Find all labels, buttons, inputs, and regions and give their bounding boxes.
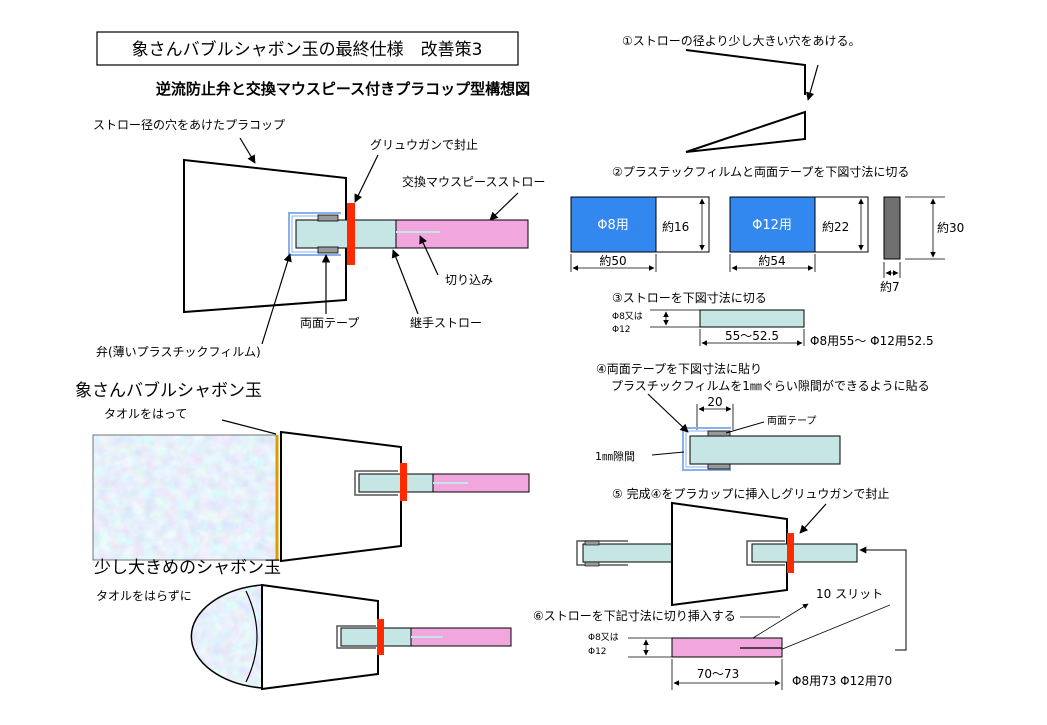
dim50-label: 約50 [599,253,626,268]
towel [93,435,276,560]
step3-dia-b: Φ12 [612,325,631,335]
valve-arrow [261,253,292,345]
step6-text: ⑥ストローを下記寸法に切り挿入する [533,608,736,623]
dim30-label: 約30 [937,220,964,235]
mouthpiece-label: 交換マウスピースストロー [402,174,545,189]
step1-text: ①ストローの径より少し大きい穴をあける。 [622,33,861,48]
glue-label: グリュウガンで封止 [370,138,478,152]
elephant-assembly [92,430,530,563]
step6-dia-a: Φ8又は [588,632,619,643]
step3-text: ③ストローを下図寸法に切る [612,291,767,305]
tape-strip [883,196,901,260]
step3-length: 55～52.5 [725,329,779,343]
tape-label: 両面テープ [300,316,359,330]
valve-film-inner [291,215,338,253]
step4-assembly: 20 両面テープ 1㎜隙間 [595,393,841,471]
step4-dim: 20 [707,395,722,409]
tape-bottom [317,246,339,254]
cup-label: ストロー径の穴をあけたプラコップ [93,117,285,132]
cut-arrow [419,235,439,276]
valve-label: 弁(薄いプラスチックフィルム) [96,344,261,359]
bigger-towel-label: タオルをはらずに [96,589,192,603]
elephant-towel-arrow [221,419,277,435]
dim16-label: 約16 [662,219,689,234]
film12-label: Φ12用 [752,218,792,233]
tape-top [317,214,339,222]
step3-dia-a: Φ8又は [612,311,643,322]
elephant-cup [280,430,402,563]
joint-label: 継手ストロー [410,315,482,330]
elephant-heading: 象さんバブルシャボン玉 [75,380,262,401]
step4-text-a: ④両面テープを下図寸法に貼り [596,361,762,376]
mouthpiece-arrow [489,192,519,221]
valve-film [288,212,341,256]
step6-note: Φ8用73 Φ12用70 [792,674,892,688]
dim22-label: 約22 [822,219,849,234]
step1-cup [685,49,806,153]
step2-text: ②プラステックフィルムと両面テープを下図寸法に切る [612,165,909,179]
joint-arrow [391,249,419,315]
step4-tape-label: 両面テープ [767,415,816,427]
step6-straw: 10 スリット Φ8又は Φ12 70～73 Φ8用73 Φ12用70 [588,587,892,690]
cut-label: 切り込み [445,273,493,287]
step5-text: ⑤ 完成④をプラカップに挿入しグリュウガンで封止 [612,486,889,501]
dim54-label: 約54 [758,253,785,268]
film8-label: Φ8用 [597,218,629,233]
mouthpiece-straw [395,219,529,249]
step4-text-b: プラスチックフィルムを1㎜ぐらい隙間ができるように貼る [611,378,930,393]
main-assembly [183,158,529,314]
cup-outline [183,158,347,314]
step6-slit-label: 10 スリット [816,587,883,601]
step3-note: Φ8用55～ Φ12用52.5 [810,334,934,348]
elephant-towel-label: タオルをはって [104,407,187,421]
bigger-cup [261,583,379,691]
step6-dia-b: Φ12 [588,647,607,657]
bigger-heading: 少し大きめのシャボン玉 [94,558,281,578]
glue-seal [347,203,355,265]
step5-assembly [576,501,907,651]
step1-arrow [806,64,819,101]
cup-arrow [239,137,256,164]
step2-films: Φ8用 約16 約50 Φ12用 約22 約54 約30 約7 [570,196,964,294]
joint-straw [295,219,397,249]
bigger-assembly [190,583,512,691]
page-title: 象さんバブルシャボン玉の最終仕様 改善策3 [132,39,483,60]
step3-straw: Φ8又は Φ12 55～52.5 Φ8用55～ Φ12用52.5 [612,309,934,348]
step6-length: 70～73 [697,667,740,681]
glue-arrow [354,154,379,203]
step4-gap-label: 1㎜隙間 [595,449,635,463]
dim7-label: 約7 [880,279,900,294]
step5-cup [671,501,788,607]
title-box [96,31,519,66]
page-subtitle: 逆流防止弁と交換マウスピース付きプラコップ型構想図 [156,80,530,98]
